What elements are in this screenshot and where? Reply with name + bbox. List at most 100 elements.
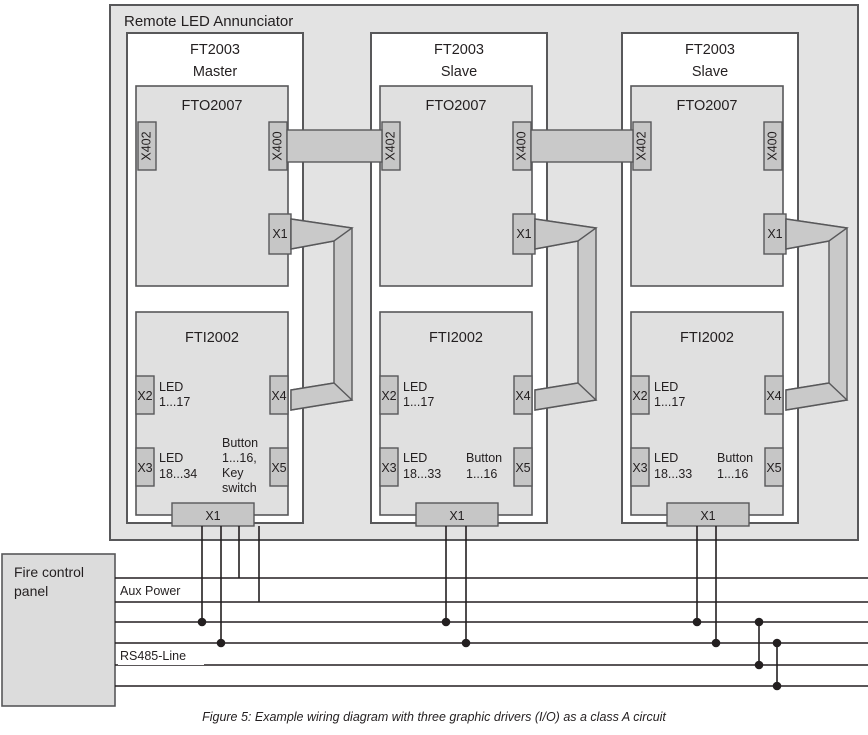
unit-slave-2-fti2002-title: FTI2002	[680, 330, 734, 346]
unit-slave-1-fto2007-connector-x400-label: X400	[514, 131, 528, 160]
unit-slave-2-title-line2: Slave	[692, 64, 728, 80]
unit-slave-2-fti2002-connector-x5-label: X5	[766, 461, 781, 475]
unit-slave-1-fti2002-title: FTI2002	[429, 330, 483, 346]
unit-slave-1-fti2002-connector-x2[interactable]: X2	[379, 375, 399, 415]
unit-master-led-lower-line1: LED	[159, 451, 183, 465]
unit-slave-1-fto2007-connector-x402[interactable]: X402	[381, 121, 401, 171]
junction-dot	[441, 617, 451, 627]
unit-master-fto2007-connector-x402-label: X402	[139, 131, 153, 160]
bus-labels: Aux Power RS485-Line	[118, 580, 204, 665]
unit-master-fti2002-connector-x5[interactable]: X5	[269, 447, 289, 487]
unit-master-button-line3: Key	[222, 466, 244, 480]
unit-master-fti2002-connector-x4[interactable]: X4	[269, 375, 289, 415]
unit-slave-1-fto2007-connector-x1[interactable]: X1	[512, 213, 536, 255]
unit-slave-1-fti2002-connector-x3-label: X3	[381, 461, 396, 475]
unit-slave-2-fti2002-connector-x3[interactable]: X3	[630, 447, 650, 487]
unit-master-button-line1: Button	[222, 436, 258, 450]
unit-slave-1-fti2002: FTI2002 X2 LED 1...17 X3 LED 18...33 X4	[379, 311, 533, 527]
unit-master-fti2002-connector-x3[interactable]: X3	[135, 447, 155, 487]
unit-slave-1-fto2007-title: FTO2007	[426, 98, 487, 114]
unit-slave-1-fti2002-connector-x1-label: X1	[449, 509, 464, 523]
unit-master-fti2002-connector-x2-label: X2	[137, 389, 152, 403]
cable-master-to-slave-1	[286, 129, 383, 163]
unit-master-internal-cable	[290, 218, 354, 411]
unit-slave-2-fti2002-connector-x1-label: X1	[700, 509, 715, 523]
unit-master-fti2002-connector-x5-label: X5	[271, 461, 286, 475]
unit-slave-2-led-lower-line1: LED	[654, 451, 678, 465]
wire-junction-dots	[197, 617, 782, 691]
unit-slave-2-button-line2: 1...16	[717, 467, 748, 481]
unit-slave-2-fti2002-connector-x2[interactable]: X2	[630, 375, 650, 415]
unit-slave-1-fti2002-connector-x5[interactable]: X5	[513, 447, 533, 487]
junction-dot	[772, 681, 782, 691]
junction-dot	[711, 638, 721, 648]
unit-slave-1-fto2007-connector-x400[interactable]: X400	[512, 121, 532, 171]
unit-slave-1-fti2002-connector-x4[interactable]: X4	[513, 375, 533, 415]
fire-control-panel: Fire control panel	[1, 553, 116, 707]
unit-slave-1-title-line2: Slave	[441, 64, 477, 80]
unit-master-fti2002: FTI2002 X2 LED 1...17 X3 LED 18...34	[135, 311, 289, 527]
unit-slave-1-fto2007: FTO2007 X402 X400 X1	[379, 85, 536, 287]
unit-slave-2-fti2002-connector-x1[interactable]: X1	[666, 502, 750, 527]
unit-slave-2-fti2002-connector-x5[interactable]: X5	[764, 447, 784, 487]
unit-master-fto2007-connector-x402[interactable]: X402	[137, 121, 157, 171]
unit-master-fti2002-connector-x1-label: X1	[205, 509, 220, 523]
unit-slave-2-fto2007: FTO2007 X402 X400 X1	[630, 85, 787, 287]
unit-slave-1-fti2002-connector-x2-label: X2	[381, 389, 396, 403]
unit-slave-1-fti2002-connector-x1[interactable]: X1	[415, 502, 499, 527]
unit-slave-2-led-lower-line2: 18...33	[654, 467, 692, 481]
fire-control-panel-title-line2: panel	[14, 583, 48, 599]
unit-slave-2-fto2007-connector-x402-label: X402	[634, 131, 648, 160]
figure-caption: Figure 5: Example wiring diagram with th…	[202, 710, 666, 724]
unit-master-led-lower-line2: 18...34	[159, 467, 197, 481]
junction-dot	[754, 660, 764, 670]
bus-label-aux-power: Aux Power	[120, 584, 180, 598]
junction-dot	[772, 638, 782, 648]
unit-master-led-upper-line2: 1...17	[159, 395, 190, 409]
unit-slave-2-fto2007-connector-x400[interactable]: X400	[763, 121, 783, 171]
unit-slave-1-led-lower-line2: 18...33	[403, 467, 441, 481]
unit-slave-1-fti2002-connector-x3[interactable]: X3	[379, 447, 399, 487]
unit-slave-2-fti2002-connector-x4[interactable]: X4	[764, 375, 784, 415]
junction-dot	[754, 617, 764, 627]
unit-slave-1-fto2007-connector-x1-label: X1	[516, 227, 531, 241]
unit-slave-2-fto2007-connector-x1[interactable]: X1	[763, 213, 787, 255]
unit-slave-1-fto2007-connector-x402-label: X402	[383, 131, 397, 160]
unit-slave-2-fti2002: FTI2002 X2 LED 1...17 X3 LED 18...33 X4	[630, 311, 784, 527]
unit-master-fto2007-connector-x1[interactable]: X1	[268, 213, 292, 255]
unit-master-fti2002-connector-x2[interactable]: X2	[135, 375, 155, 415]
unit-slave-2-fto2007-title: FTO2007	[677, 98, 738, 114]
unit-slave-2-fto2007-connector-x1-label: X1	[767, 227, 782, 241]
unit-master-button-line2: 1...16,	[222, 451, 257, 465]
unit-master-fto2007-connector-x400[interactable]: X400	[268, 121, 288, 171]
junction-dot	[692, 617, 702, 627]
unit-slave-1: FT2003 Slave FTO2007 X402 X400 X1	[370, 32, 598, 527]
unit-master-title-line2: Master	[193, 64, 237, 80]
unit-slave-2-fti2002-connector-x4-label: X4	[766, 389, 781, 403]
unit-slave-2: FT2003 Slave FTO2007 X402 X400 X1	[621, 32, 849, 527]
cable-slave-1-to-slave-2	[530, 129, 634, 163]
unit-slave-1-led-upper-line1: LED	[403, 380, 427, 394]
unit-slave-2-led-upper-line1: LED	[654, 380, 678, 394]
unit-master-fti2002-connector-x1[interactable]: X1	[171, 502, 255, 527]
unit-slave-2-title-line1: FT2003	[685, 42, 735, 58]
unit-master-led-upper-line1: LED	[159, 380, 183, 394]
junction-dot	[461, 638, 471, 648]
unit-slave-2-led-upper-line2: 1...17	[654, 395, 685, 409]
unit-slave-2-button-line1: Button	[717, 451, 753, 465]
unit-master-fti2002-connector-x3-label: X3	[137, 461, 152, 475]
unit-slave-2-fto2007-connector-x400-label: X400	[765, 131, 779, 160]
unit-master: FT2003 Master FTO2007 X402 X400	[126, 32, 354, 527]
unit-slave-1-led-upper-line2: 1...17	[403, 395, 434, 409]
unit-master-title-line1: FT2003	[190, 42, 240, 58]
fire-control-panel-title-line1: Fire control	[14, 564, 84, 580]
unit-slave-1-fti2002-connector-x5-label: X5	[515, 461, 530, 475]
unit-slave-2-fto2007-connector-x402[interactable]: X402	[632, 121, 652, 171]
unit-master-fto2007-title: FTO2007	[182, 98, 243, 114]
unit-master-fti2002-connector-x4-label: X4	[271, 389, 286, 403]
unit-slave-2-fti2002-connector-x2-label: X2	[632, 389, 647, 403]
bus-label-rs485: RS485-Line	[120, 649, 186, 663]
unit-slave-1-button-line1: Button	[466, 451, 502, 465]
unit-slave-1-button-line2: 1...16	[466, 467, 497, 481]
